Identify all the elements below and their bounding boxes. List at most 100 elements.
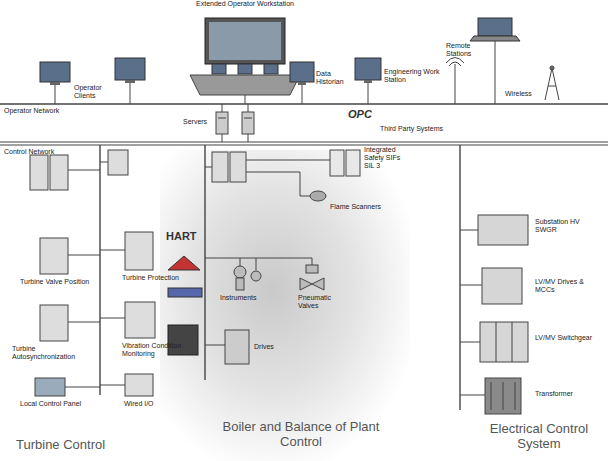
network-lines-part bbox=[302, 85, 303, 104]
electrical-equipment-part bbox=[460, 395, 485, 396]
boiler-equipment-part bbox=[310, 191, 326, 201]
operator-workstations-part bbox=[209, 22, 281, 60]
equipment-label: Instruments bbox=[220, 294, 268, 302]
servers-part bbox=[216, 112, 228, 134]
boiler-equipment-part bbox=[236, 278, 244, 290]
electrical-equipment-part bbox=[515, 382, 516, 410]
equipment-label: Vibration Condition Monitoring bbox=[122, 342, 188, 358]
network-label: Control Network bbox=[4, 148, 74, 156]
server-label: Servers bbox=[183, 118, 217, 126]
network-label: Operator Network bbox=[4, 107, 74, 115]
operator-workstations-part bbox=[364, 80, 372, 83]
operator-workstations-part bbox=[50, 82, 60, 85]
boiler-equipment-part bbox=[246, 172, 310, 196]
turbine-equipment-part bbox=[35, 378, 65, 396]
turbine-equipment-part bbox=[125, 302, 155, 338]
boiler-equipment-part bbox=[205, 345, 225, 346]
turbine-equipment-part bbox=[50, 155, 68, 190]
wireless-symbols-part bbox=[550, 66, 554, 70]
equipment-label: Local Control Panel bbox=[20, 400, 98, 408]
equipment-label: Flame Scanners bbox=[330, 203, 386, 211]
turbine-equipment-part bbox=[108, 150, 128, 175]
operator-workstations-part bbox=[470, 36, 520, 41]
operator-workstations-part bbox=[298, 82, 306, 85]
operator-workstations-part bbox=[355, 58, 381, 80]
turbine-equipment-part bbox=[40, 238, 68, 274]
operator-workstations-part bbox=[478, 18, 512, 36]
electrical-equipment-part bbox=[460, 342, 480, 343]
equipment-label: Drives bbox=[254, 343, 288, 351]
boiler-equipment-part bbox=[205, 258, 312, 265]
network-lines-part bbox=[455, 70, 456, 104]
operator-workstations-part bbox=[125, 80, 135, 83]
boiler-equipment-part bbox=[168, 325, 198, 355]
turbine-equipment-part bbox=[68, 255, 100, 256]
electrical-equipment-part bbox=[478, 215, 528, 245]
electrical-equipment-part bbox=[491, 382, 492, 410]
turbine-equipment-part bbox=[40, 305, 68, 341]
turbine-equipment-part bbox=[125, 374, 153, 396]
equipment-label: Turbine Protection bbox=[122, 274, 184, 282]
workstation-label: Remote Stations bbox=[446, 42, 496, 58]
logo-text: OPC bbox=[348, 108, 378, 121]
wireless-symbols-part bbox=[446, 58, 464, 64]
boiler-equipment-part bbox=[346, 150, 360, 176]
workstation-label: Wireless bbox=[505, 90, 543, 98]
turbine-equipment-part bbox=[68, 322, 100, 323]
turbine-equipment-part bbox=[100, 385, 125, 386]
section-title: Turbine Control bbox=[16, 438, 156, 453]
boiler-equipment-part bbox=[230, 152, 246, 182]
network-lines-part bbox=[55, 85, 56, 104]
turbine-equipment-part bbox=[100, 250, 125, 251]
workstation-label: Data Historian bbox=[316, 70, 352, 86]
network-lines-part bbox=[245, 95, 246, 104]
boiler-equipment-part bbox=[205, 167, 212, 168]
operator-workstations-part bbox=[190, 75, 300, 95]
electrical-equipment-part bbox=[460, 230, 478, 231]
electrical-equipment-part bbox=[459, 145, 460, 410]
electrical-equipment-part bbox=[512, 322, 513, 362]
boiler-equipment-part bbox=[256, 258, 257, 270]
equipment-label: LV/MV Drives & MCCs bbox=[535, 278, 603, 294]
section-title: Electrical Control System bbox=[474, 422, 604, 452]
equipment-label: Turbine Autosynchronization bbox=[12, 345, 96, 361]
wireless-symbols-part bbox=[545, 68, 559, 100]
boiler-equipment-part bbox=[168, 288, 202, 297]
equipment-label: Wired I/O bbox=[124, 400, 168, 408]
electrical-equipment-part bbox=[496, 322, 497, 362]
network-lines-part bbox=[130, 83, 131, 104]
boiler-equipment-part bbox=[234, 266, 246, 278]
turbine-equipment-part bbox=[68, 170, 100, 171]
wireless-symbols bbox=[446, 58, 559, 101]
boiler-shading-part bbox=[160, 150, 410, 461]
network-lines-part bbox=[368, 83, 369, 104]
servers bbox=[216, 112, 254, 134]
servers-part bbox=[218, 118, 226, 119]
boiler-equipment-part bbox=[330, 150, 344, 176]
logo-text: HART bbox=[166, 230, 204, 243]
boiler-equipment-part bbox=[300, 278, 324, 290]
network-lines-part bbox=[495, 38, 496, 104]
turbine-equipment-part bbox=[100, 318, 125, 319]
turbine-equipment-part bbox=[99, 145, 100, 395]
wireless-symbols-part bbox=[548, 86, 556, 87]
boiler-equipment-part bbox=[240, 258, 241, 266]
network-lines-part bbox=[0, 144, 608, 145]
servers-part bbox=[242, 112, 254, 134]
electrical-equipment-part bbox=[482, 268, 522, 304]
turbine-equipment-part bbox=[125, 232, 153, 270]
operator-workstations-part bbox=[115, 58, 145, 80]
electrical-equipment bbox=[460, 145, 528, 414]
electrical-equipment-part bbox=[480, 322, 528, 362]
turbine-equipment-part bbox=[65, 387, 100, 388]
boiler-equipment-part bbox=[212, 152, 228, 182]
network-lines-part bbox=[0, 103, 608, 105]
turbine-equipment-part bbox=[30, 155, 48, 190]
network-lines bbox=[0, 38, 608, 145]
section-title: Boiler and Balance of Plant Control bbox=[212, 420, 390, 450]
electrical-equipment-part bbox=[460, 285, 482, 286]
workstation-label: Engineering Work Station bbox=[384, 68, 440, 84]
boiler-equipment-part bbox=[251, 271, 261, 281]
turbine-equipment-part bbox=[100, 162, 108, 163]
